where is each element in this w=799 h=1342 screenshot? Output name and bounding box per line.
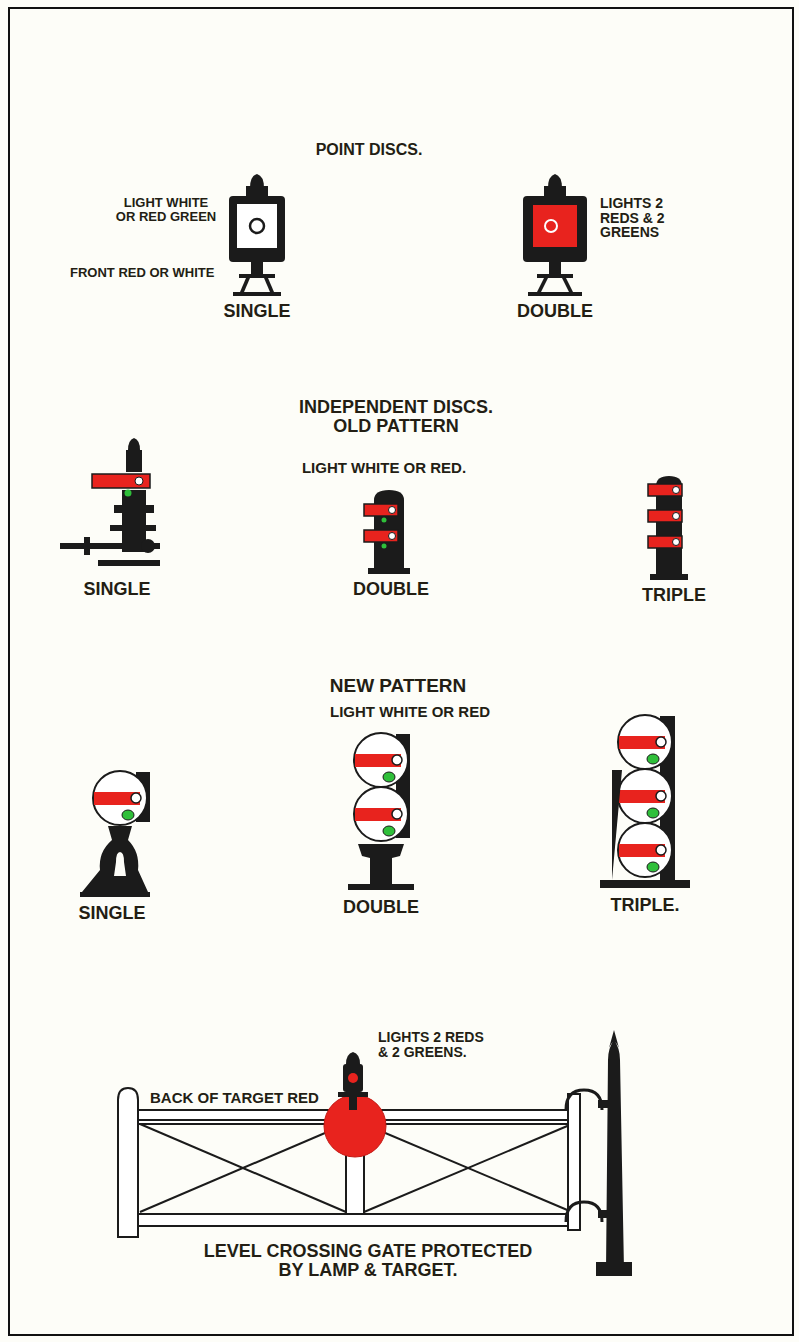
caption-label: LIGHT WHITE OR RED GREEN (114, 196, 218, 223)
caption-label: INDEPENDENT DISCS. OLD PATTERN (281, 398, 511, 436)
caption-label: DOUBLE (343, 898, 419, 917)
old-disc-single (60, 438, 160, 566)
caption-label: LEVEL CROSSING GATE PROTECTED BY LAMP & … (203, 1242, 533, 1280)
caption-label: BACK OF TARGET RED (150, 1090, 319, 1106)
frame (9, 8, 793, 1335)
caption-label: LIGHT WHITE OR RED. (302, 460, 466, 476)
caption-label: LIGHT WHITE OR RED (330, 704, 490, 720)
caption-label: FRONT RED OR WHITE (70, 266, 214, 280)
point-disc-single (229, 174, 285, 296)
caption-label: LIGHTS 2 REDS & 2 GREENS (600, 196, 692, 240)
caption-label: SINGLE (223, 302, 290, 321)
caption-label: DOUBLE (517, 302, 593, 321)
new-disc-single (80, 771, 150, 897)
caption-label: TRIPLE. (610, 896, 679, 915)
level-crossing-gate (118, 1030, 632, 1276)
caption-label: DOUBLE (353, 580, 429, 599)
caption-label: POINT DISCS. (316, 142, 423, 159)
new-disc-triple (600, 715, 690, 888)
point-disc-double (523, 174, 587, 296)
caption-label: SINGLE (83, 580, 150, 599)
caption-label: SINGLE (78, 904, 145, 923)
caption-label: NEW PATTERN (330, 676, 467, 696)
caption-label: LIGHTS 2 REDS & 2 GREENS. (378, 1030, 490, 1059)
new-disc-double (348, 733, 414, 890)
old-disc-triple (648, 476, 688, 580)
old-disc-double (364, 490, 410, 574)
caption-label: TRIPLE (642, 586, 706, 605)
